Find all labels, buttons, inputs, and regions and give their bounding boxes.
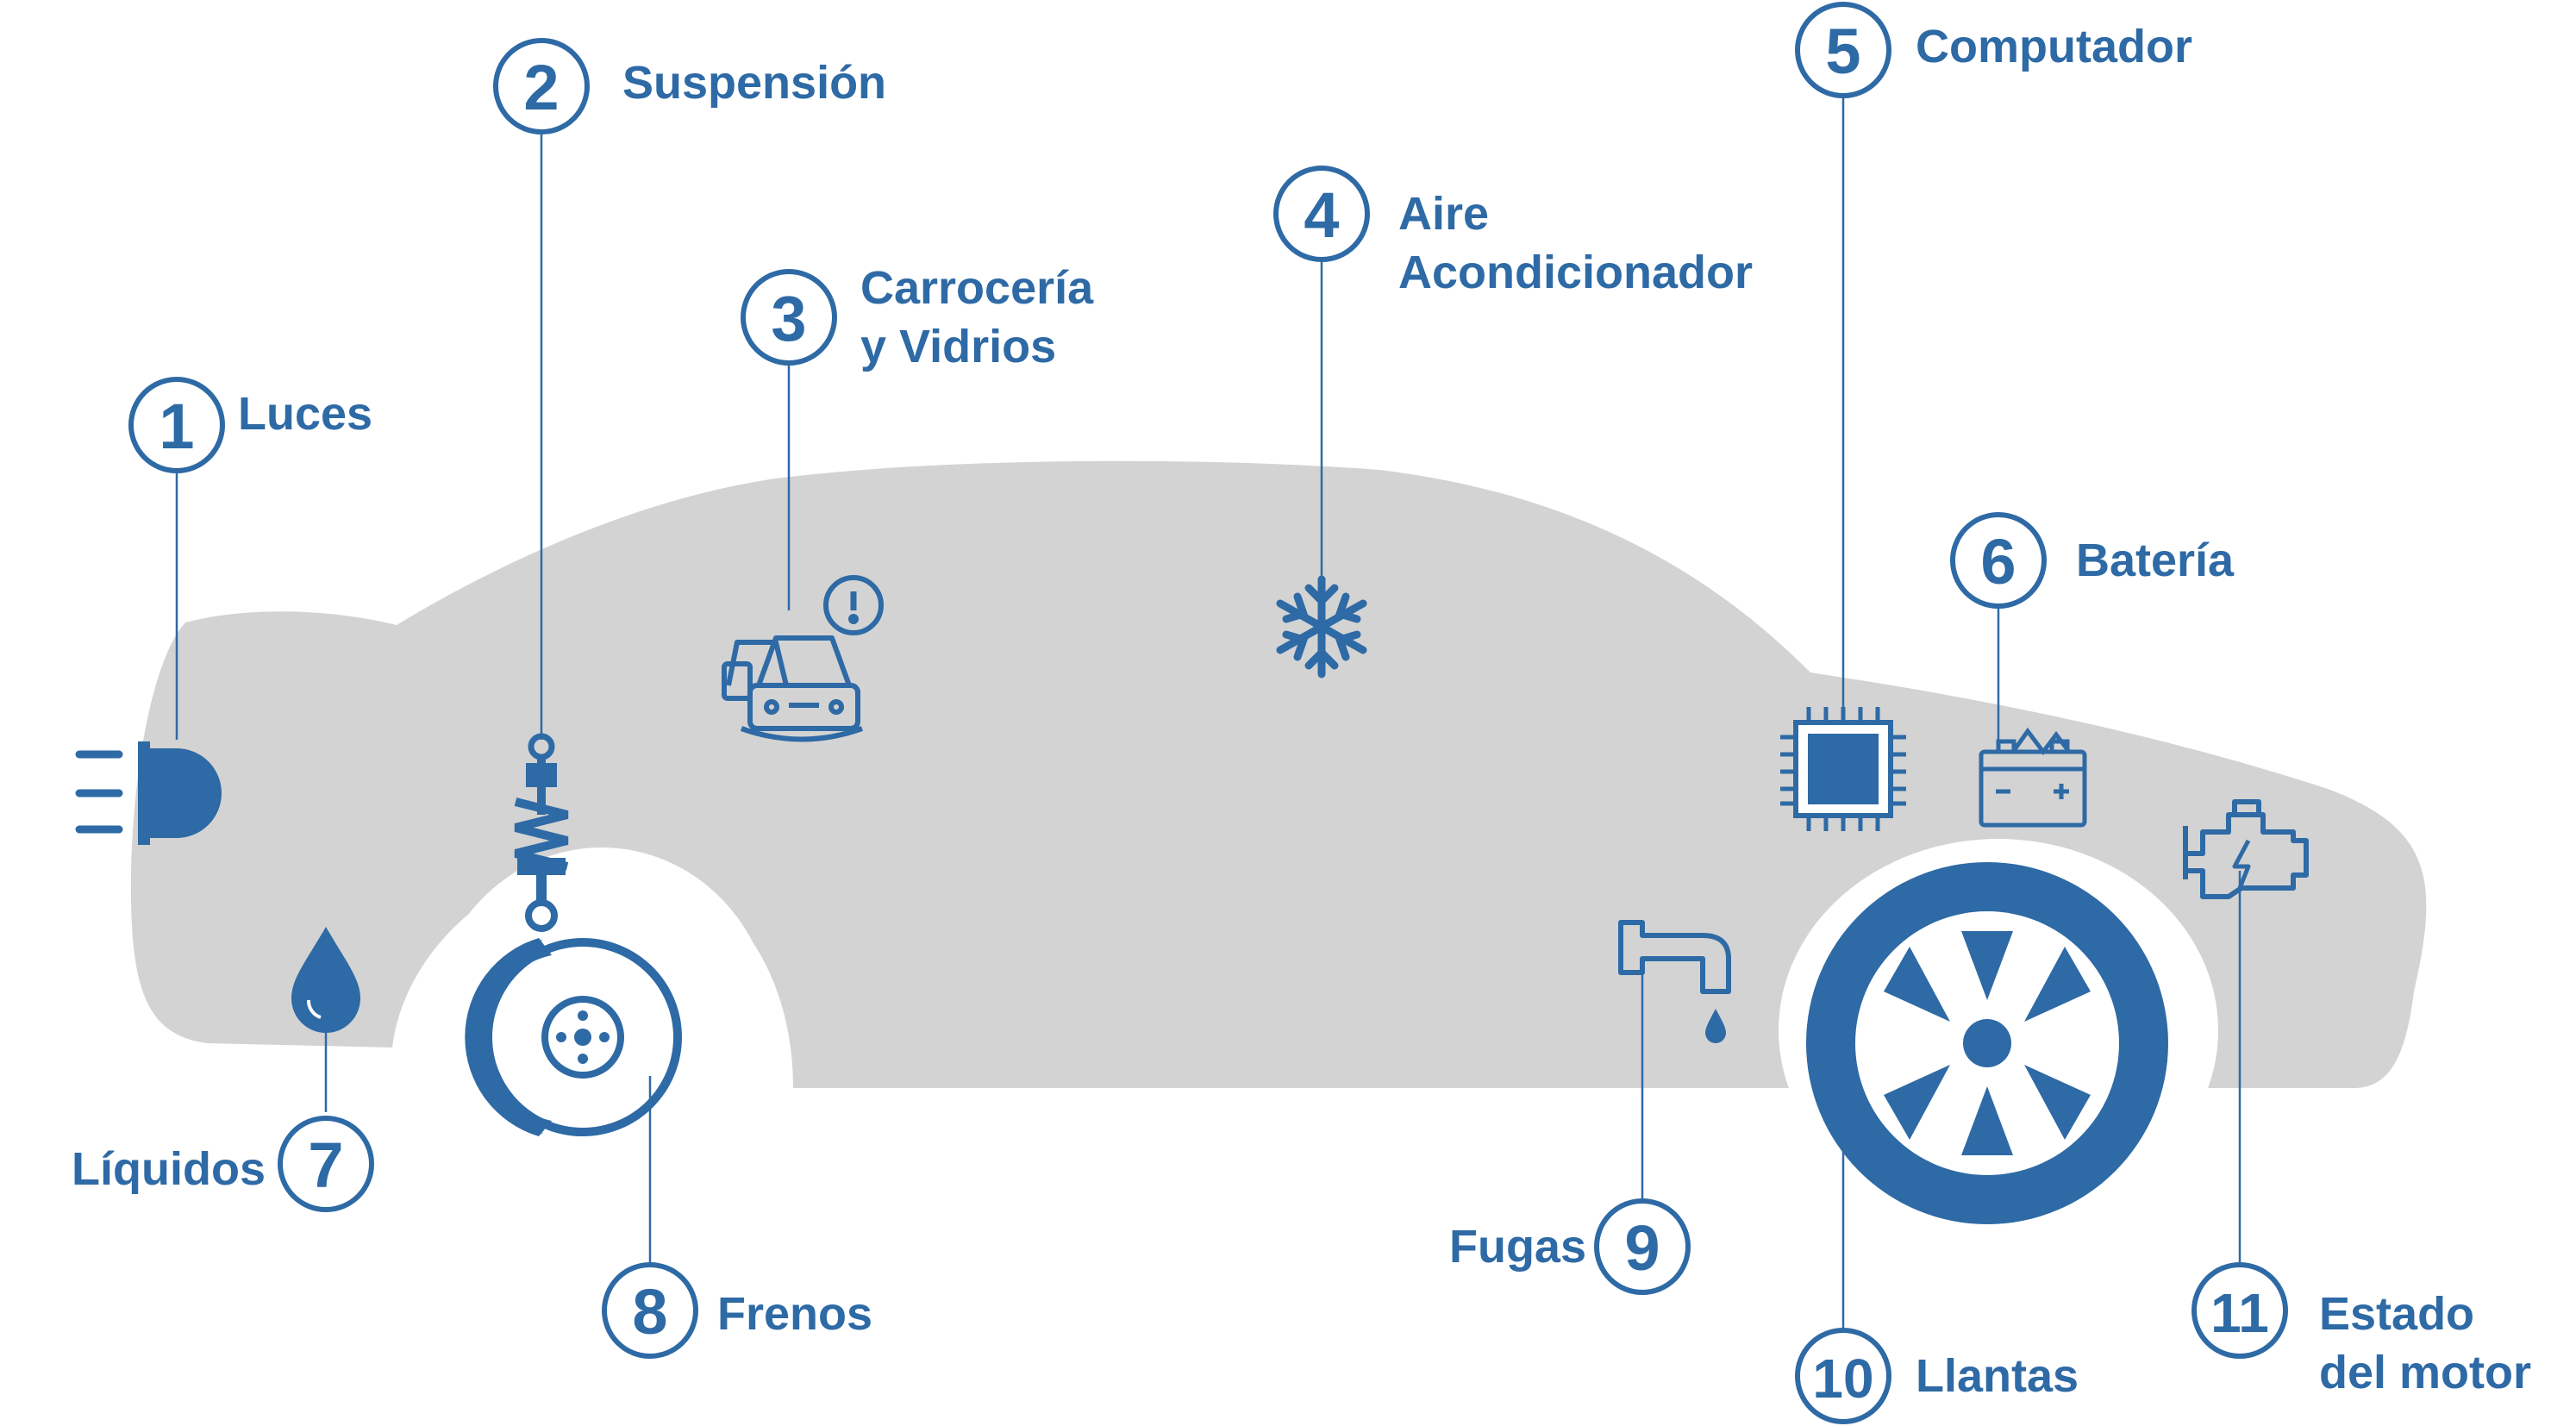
callout-5-circle bbox=[1795, 2, 1891, 98]
callout-2-circle bbox=[493, 38, 590, 134]
callout-6-label: Batería bbox=[2076, 535, 2235, 586]
callout-11-number: 11 bbox=[2210, 1282, 2269, 1344]
drop-icon bbox=[291, 927, 360, 1033]
callout-4-label: Aire Acondicionador bbox=[1398, 188, 1754, 298]
chip-icon bbox=[1780, 707, 1906, 831]
callout-6-number: 6 bbox=[1980, 526, 2016, 597]
callout-4-circle bbox=[1273, 166, 1370, 262]
callout-9-circle bbox=[1594, 1198, 1691, 1295]
car-body bbox=[130, 460, 2427, 1088]
callout-1-circle bbox=[128, 377, 225, 473]
callout-3-label: Carrocería y Vidrios bbox=[860, 262, 1094, 372]
callout-2-label: Suspensión bbox=[622, 57, 887, 109]
callout-8-number: 8 bbox=[632, 1276, 667, 1348]
callout-5-label: Computador bbox=[1916, 21, 2192, 72]
callout-10-circle bbox=[1795, 1328, 1891, 1424]
car-damage-icon bbox=[722, 575, 884, 742]
callout-2-number: 2 bbox=[523, 52, 559, 123]
callout-3-circle bbox=[741, 269, 837, 366]
wheel-icon bbox=[1806, 862, 2168, 1224]
snowflake-icon bbox=[1276, 575, 1367, 679]
callout-7-number: 7 bbox=[308, 1129, 343, 1201]
shock-absorber-icon bbox=[514, 733, 569, 932]
number-circles bbox=[128, 2, 2288, 1424]
callout-8-label: Frenos bbox=[717, 1288, 873, 1340]
callout-11-label: Estado del motor bbox=[2319, 1288, 2532, 1398]
callout-10-number: 10 bbox=[1812, 1348, 1873, 1410]
callout-8-circle bbox=[602, 1262, 698, 1359]
engine-icon bbox=[2183, 799, 2309, 899]
callout-4-number: 4 bbox=[1304, 179, 1339, 251]
brake-disc-icon bbox=[465, 938, 682, 1136]
callout-1-label: Luces bbox=[238, 388, 373, 440]
callout-9-number: 9 bbox=[1624, 1212, 1660, 1284]
callout-1-number: 1 bbox=[159, 391, 194, 462]
callout-3-number: 3 bbox=[771, 283, 806, 354]
callout-6-circle bbox=[1950, 512, 2047, 609]
callout-11-circle bbox=[2191, 1262, 2288, 1359]
callout-5-number: 5 bbox=[1825, 16, 1860, 87]
callout-9-label: Fugas bbox=[1448, 1221, 1586, 1273]
callout-7-label: Líquidos bbox=[72, 1143, 266, 1195]
leaking-pipe-icon bbox=[1618, 920, 1731, 1043]
callout-7-circle bbox=[278, 1116, 374, 1212]
battery-icon bbox=[1979, 727, 2087, 828]
callout-10-label: Llantas bbox=[1916, 1350, 2079, 1402]
headlight-icon bbox=[75, 741, 222, 845]
